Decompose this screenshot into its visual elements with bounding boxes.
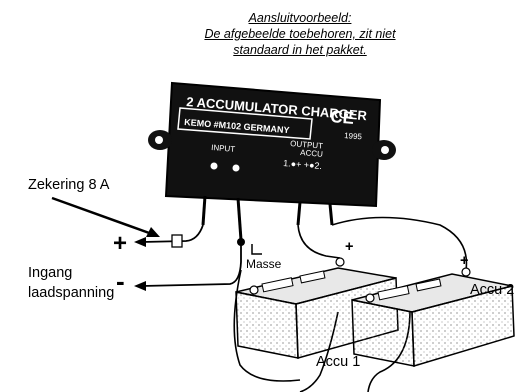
battery-2-terminal-minus bbox=[365, 293, 375, 303]
input-label-line-2: laadspanning bbox=[28, 285, 115, 301]
ground-label: Masse bbox=[246, 257, 282, 271]
battery-2-plus-sign: + bbox=[460, 253, 469, 269]
input-terminal-minus bbox=[232, 164, 240, 172]
minus-sign: - bbox=[116, 266, 125, 296]
plus-sign: + bbox=[113, 230, 128, 257]
ground-junction bbox=[237, 238, 245, 246]
ce-mark: CE bbox=[330, 107, 355, 128]
battery-2-label: Accu 2 bbox=[470, 282, 515, 298]
battery-1-label: Accu 1 bbox=[316, 354, 361, 370]
fuse-label: Zekering 8 A bbox=[28, 177, 110, 193]
caption-line-1: Aansluitvoorbeeld: bbox=[248, 11, 352, 25]
battery-2-terminal-plus bbox=[461, 267, 471, 277]
charger-device: 2 ACCUMULATOR CHARGER KEMO #M102 GERMANY… bbox=[148, 81, 396, 241]
ground-symbol bbox=[251, 244, 262, 255]
input-label-line-1: Ingang bbox=[28, 265, 73, 281]
battery-2 bbox=[351, 267, 515, 367]
fuse-pointer-arrow bbox=[51, 196, 160, 237]
caption-line-2: De afgebeelde toebehoren, zit niet bbox=[204, 27, 396, 41]
output-label: OUTPUT bbox=[290, 139, 324, 151]
battery-1-plus-sign: + bbox=[345, 239, 354, 255]
brand-plate bbox=[177, 107, 313, 140]
input-label: INPUT bbox=[211, 143, 236, 154]
device-year: 1995 bbox=[344, 131, 363, 141]
input-plus-wire bbox=[134, 224, 204, 248]
input-terminal-plus bbox=[210, 162, 218, 170]
battery-1-terminal-plus bbox=[335, 257, 345, 267]
accu-label: ACCU bbox=[300, 148, 324, 159]
caption-line-3: standaard in het pakket. bbox=[233, 43, 367, 57]
fuse-symbol bbox=[171, 234, 183, 248]
battery-1-terminal-minus bbox=[249, 285, 259, 295]
output-terminals: 1.●+ +●2. bbox=[283, 158, 323, 171]
